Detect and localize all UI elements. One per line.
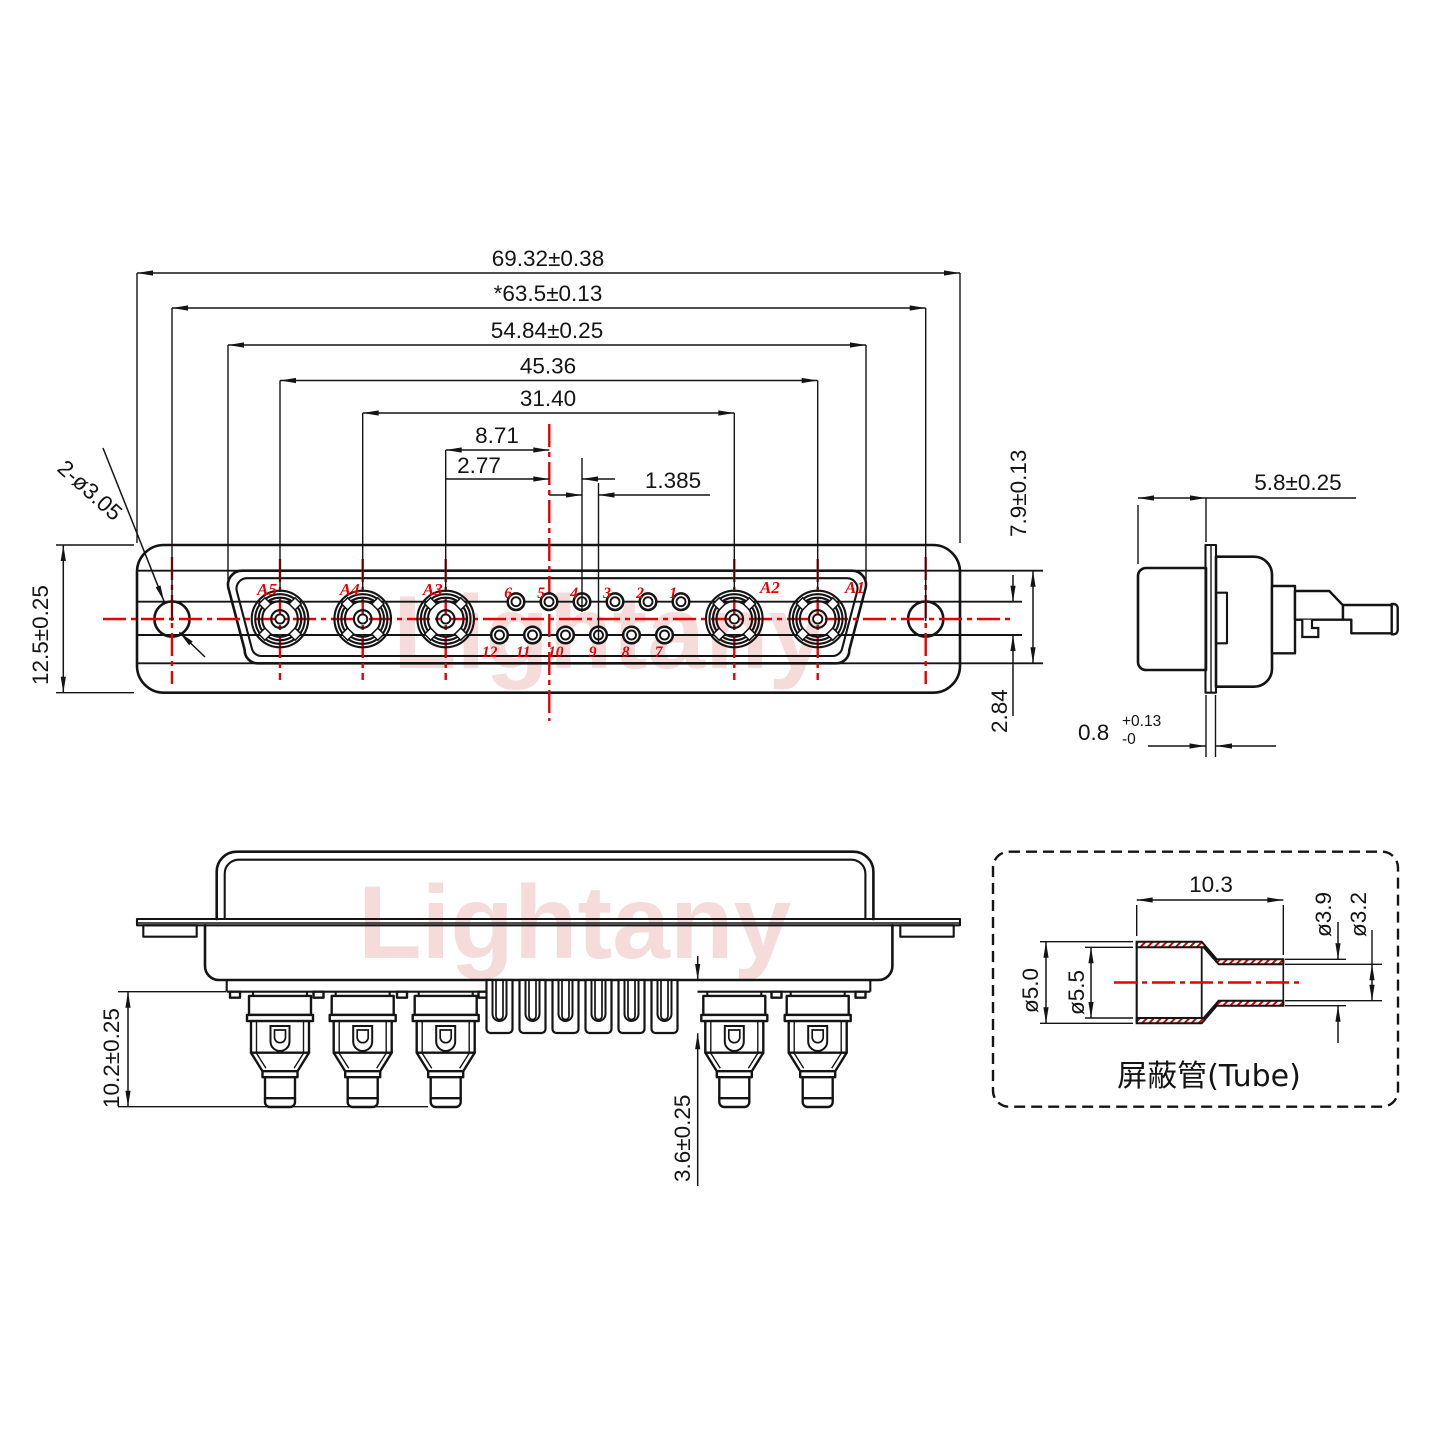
- dim-contact-length: 10.2±0.25: [99, 1008, 124, 1108]
- side-body: [1214, 555, 1274, 688]
- dim-flange-thickness: 0.8: [1078, 720, 1109, 745]
- dshell-outer: [226, 569, 868, 665]
- dim-coax-span: 45.36: [520, 354, 576, 379]
- label-pin-3: 3: [602, 585, 611, 602]
- tube-dimensions: 10.3 ø5.0 ø5.5 ø3.9 ø3.2: [1018, 872, 1382, 1043]
- label-pin-10: 10: [548, 644, 564, 661]
- body-outline: [203, 924, 894, 982]
- dim-overall-width: 69.32±0.38: [492, 246, 604, 271]
- side-pin-cap: [1390, 602, 1399, 636]
- pin-11: [522, 625, 543, 645]
- barrel-a1: [783, 990, 852, 1109]
- dim-tube-dia-5-0: ø5.0: [1018, 968, 1043, 1013]
- tab: [395, 990, 409, 999]
- barrel-a2: [700, 990, 769, 1109]
- dim-tube-dia-5-5: ø5.5: [1064, 970, 1089, 1015]
- label-pin-11: 11: [516, 644, 531, 661]
- dim-flange-tol-up: +0.13: [1122, 713, 1161, 730]
- dim-coax-to-center: 8.71: [475, 423, 519, 448]
- pin-7: [654, 625, 675, 645]
- pin-12: [489, 625, 510, 645]
- tab: [228, 990, 242, 999]
- dim-front-depth: 5.8±0.25: [1254, 470, 1341, 495]
- plate-bracket-right: [899, 924, 955, 938]
- dim-shell-width: 54.84±0.25: [491, 318, 603, 343]
- label-a5: A5: [256, 580, 277, 599]
- label-pin-9: 9: [589, 644, 597, 661]
- label-pin-1: 1: [669, 585, 677, 602]
- barrel-a5: [245, 990, 315, 1109]
- bottom-view: 10.2±0.25 3.6±0.25: [99, 850, 962, 1186]
- dim-flange-tol-dn: -0: [1122, 731, 1136, 748]
- hood-inner: [223, 858, 867, 919]
- barrel-a3: [411, 990, 480, 1109]
- pin-channel-10: [551, 978, 580, 1035]
- pin-channel-11: [518, 978, 547, 1035]
- tube-wall-top: [1135, 940, 1285, 966]
- tab: [854, 990, 867, 999]
- label-a3: A3: [422, 580, 443, 599]
- side-view: 5.8±0.25 0.8 +0.13 -0: [1078, 470, 1399, 757]
- dim-tube-dia-3-9: ø3.9: [1311, 892, 1336, 937]
- dim-coax-inner-span: 31.40: [520, 386, 576, 411]
- label-pin-12: 12: [482, 644, 498, 661]
- side-pin: [1341, 603, 1393, 635]
- side-dimensions: 5.8±0.25 0.8 +0.13 -0: [1078, 470, 1356, 757]
- label-a2: A2: [759, 578, 780, 597]
- dim-tube-dia-3-2: ø3.2: [1346, 892, 1371, 937]
- plate-bracket-left: [142, 924, 198, 938]
- dim-row-gap: 2.84: [987, 689, 1012, 733]
- label-pin-4: 4: [569, 585, 578, 602]
- tube-view: 10.3 ø5.0 ø5.5 ø3.9 ø3.2 屏蔽管(Tube): [991, 850, 1400, 1108]
- dim-pin-pitch: 2.77: [457, 453, 501, 478]
- dim-half-pitch: 1.385: [645, 468, 701, 493]
- dim-flange-height: 12.5±0.25: [28, 585, 53, 685]
- mount-plate: [135, 917, 962, 927]
- pin-10: [555, 625, 576, 645]
- side-step: [1270, 584, 1297, 655]
- tab: [770, 990, 783, 999]
- label-pin-6: 6: [504, 585, 512, 602]
- label-pin-2: 2: [635, 585, 644, 602]
- dim-mount-holes: 2-ø3.05: [53, 455, 127, 525]
- dshell-inner: [235, 577, 859, 658]
- side-front-shell: [1136, 566, 1208, 672]
- label-pin-7: 7: [655, 644, 664, 661]
- tab: [312, 990, 325, 999]
- label-a1: A1: [844, 578, 865, 597]
- pin-channel-7: [650, 978, 679, 1035]
- side-hook: [1301, 619, 1320, 639]
- barrel-a4: [328, 990, 397, 1109]
- side-neck: [1293, 589, 1345, 621]
- pin-channel-12: [485, 978, 514, 1035]
- bottom-dimensions: 10.2±0.25 3.6±0.25: [99, 956, 701, 1186]
- hood-outer: [215, 850, 875, 921]
- tube-title: 屏蔽管(Tube): [1117, 1059, 1301, 1094]
- label-pin-8: 8: [622, 644, 630, 661]
- label-a4: A4: [339, 580, 360, 599]
- dim-pin-length: 3.6±0.25: [670, 1095, 695, 1182]
- side-flange-boss: [1214, 591, 1229, 645]
- tube-wall-bottom: [1135, 999, 1285, 1025]
- dim-mounting-span: *63.5±0.13: [494, 281, 603, 306]
- pin-channel-8: [617, 978, 646, 1035]
- pin-channel-9: [584, 978, 613, 1035]
- dim-shell-height: 7.9±0.13: [1006, 450, 1031, 537]
- pin-8: [621, 625, 642, 645]
- label-pin-5: 5: [537, 585, 545, 602]
- dim-tube-length: 10.3: [1189, 872, 1233, 897]
